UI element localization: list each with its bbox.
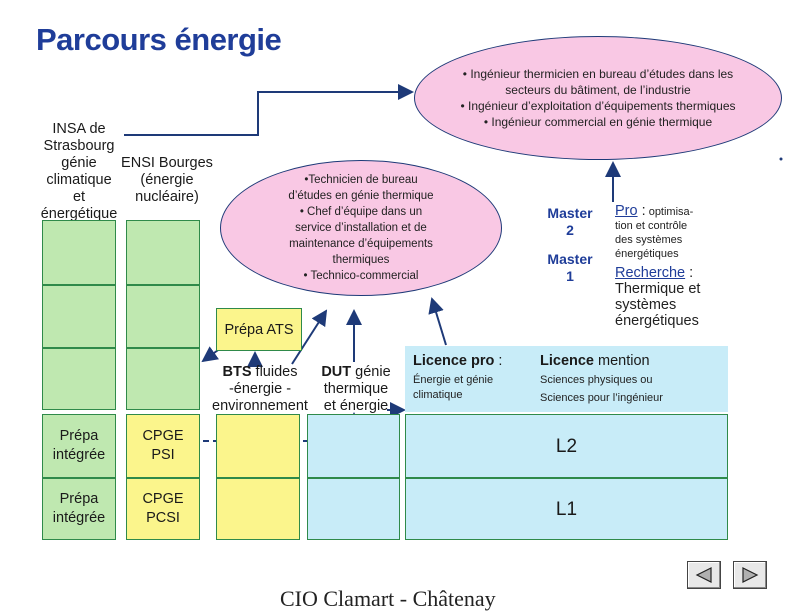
insa-line: INSA de [52, 121, 106, 137]
dut-year1-cell [307, 478, 400, 540]
technicien-ellipse: •Technicien de bureau d’études en génie … [220, 160, 502, 296]
ingenieur-line: • Ingénieur commercial en génie thermiqu… [483, 115, 713, 129]
bts-to-technicien-arrow [291, 309, 328, 365]
ingenieur-line: • Ingénieur d’exploitation d’équipements… [460, 99, 736, 113]
cell-line: intégrée [52, 510, 106, 526]
prepa-integree-year2: Prépa intégrée [42, 414, 116, 478]
ensi-line: nucléaire) [135, 189, 199, 205]
master1-line: Master [547, 251, 593, 267]
ingenieur-ellipse: • Ingénieur thermicien en bureau d’étude… [414, 36, 782, 160]
insa-year3-cell [42, 348, 116, 410]
cell-line: PCSI [146, 510, 180, 526]
technicien-line: maintenance d’équipements [289, 238, 433, 250]
master-recherche-line: Thermique et [615, 281, 701, 297]
ensi-line: ENSI Bourges [121, 155, 213, 171]
insa-line: et [72, 189, 86, 205]
master-recherche-line: systèmes [615, 297, 677, 313]
dut-label: DUT génie thermique et énergie [310, 364, 402, 415]
bts-year1-cell [216, 478, 300, 540]
l1-cell: L1 [405, 478, 728, 540]
bts-rest: fluides [251, 364, 298, 380]
ensi-label: ENSI Bourges (énergie nucléaire) [114, 155, 220, 206]
page-title: Parcours énergie [36, 22, 282, 57]
bts-line: environnement [212, 398, 308, 414]
master-recherche-colon: : [685, 265, 694, 281]
master-pro-line: des systèmes [615, 234, 683, 246]
technicien-line: d’études en génie thermique [288, 190, 434, 202]
bts-bold: BTS [222, 364, 252, 380]
ensi-year5-cell [126, 220, 200, 285]
master-recherche-text: Recherche : Thermique et systèmes énergé… [615, 265, 725, 329]
bts-year2-cell [216, 414, 300, 478]
master-pro-line: tion et contrôle [615, 220, 688, 232]
licence-mention-title: Licence [540, 353, 594, 369]
cell-line: CPGE [142, 491, 184, 507]
master1-line: 1 [566, 268, 574, 284]
licence-mention-sub: Sciences pour l’ingénieur [540, 392, 663, 404]
technicien-line: • Chef d’équipe dans un [299, 206, 423, 218]
dut-line: et énergie [323, 398, 389, 414]
master1-label: Master 1 [540, 251, 600, 285]
technicien-line: • Technico-commercial [303, 270, 419, 282]
licence-pro-colon: : [494, 353, 503, 369]
l2-cell: L2 [405, 414, 728, 478]
licence-pro: Licence pro : Énergie et génie climatiqu… [413, 353, 538, 403]
master-pro-text: Pro : optimisa- tion et contrôle des sys… [615, 204, 725, 261]
insa-year4-cell [42, 285, 116, 348]
decorative-dot [779, 157, 783, 161]
licence-mention-sub: Sciences physiques ou [540, 374, 653, 386]
cpge-psi-cell: CPGE PSI [126, 414, 200, 478]
dut-rest: génie [351, 364, 391, 380]
licence-pro-title: Licence pro [413, 353, 495, 369]
master2-line: 2 [566, 222, 574, 238]
ensi-year4-cell [126, 285, 200, 348]
insa-label: INSA de Strasbourg génie climatique et é… [36, 121, 122, 223]
next-slide-button[interactable] [733, 561, 767, 589]
licence-mention: Licence mention Sciences physiques ou Sc… [540, 353, 725, 407]
ingenieur-line: secteurs du bâtiment, de l’industrie [505, 83, 691, 97]
arrow-right-icon [742, 567, 759, 583]
dut-year2-cell [307, 414, 400, 478]
master-recherche-line: énergétiques [615, 313, 699, 329]
technicien-line: service d’installation et de [295, 222, 427, 234]
technicien-line: •Technicien de bureau [304, 174, 418, 186]
arrow-left-icon [695, 567, 712, 583]
licence-pro-sub: climatique [413, 389, 463, 401]
master-recherche-link: Recherche [615, 265, 686, 281]
master-pro-line: optimisa- [645, 206, 694, 218]
bts-label: BTS fluides -énergie - environnement [205, 364, 315, 415]
master-pro-colon: : [637, 203, 646, 219]
insa-line: climatique [46, 172, 112, 188]
licence-mention-rest: mention [594, 353, 650, 369]
cell-line: intégrée [52, 447, 106, 463]
insa-line: Strasbourg [43, 138, 115, 154]
master2-label: Master 2 [540, 205, 600, 239]
ingenieur-line: • Ingénieur thermicien en bureau d’étude… [462, 67, 734, 81]
ensi-line: (énergie [140, 172, 194, 188]
cell-line: Prépa [59, 428, 99, 444]
bts-line: -énergie - [228, 381, 292, 397]
cell-line: Prépa [59, 491, 99, 507]
insa-line: génie [61, 155, 97, 171]
previous-slide-button[interactable] [687, 561, 721, 589]
prepa-ats-box: Prépa ATS [216, 308, 302, 351]
master-pro-link: Pro [615, 203, 638, 219]
licence-to-technicien-arrow [428, 297, 447, 346]
master-pro-line: énergétiques [615, 248, 679, 260]
cell-line: CPGE [142, 428, 184, 444]
cell-line: PSI [151, 447, 175, 463]
dut-bold: DUT [321, 364, 352, 380]
licence-pro-sub: Énergie et génie [413, 374, 494, 386]
prepa-integree-year1: Prépa intégrée [42, 478, 116, 540]
footer-text: CIO Clamart - Châtenay [280, 586, 496, 611]
master2-line: Master [547, 205, 593, 221]
dut-line: thermique [323, 381, 389, 397]
licence-box: Licence pro : Énergie et génie climatiqu… [405, 346, 728, 412]
cpge-pcsi-cell: CPGE PCSI [126, 478, 200, 540]
technicien-line: thermiques [332, 254, 390, 266]
insa-to-ingenieur-arrow [124, 84, 414, 136]
insa-line: énergétique [40, 206, 118, 222]
ensi-year3-cell [126, 348, 200, 410]
insa-year5-cell [42, 220, 116, 285]
